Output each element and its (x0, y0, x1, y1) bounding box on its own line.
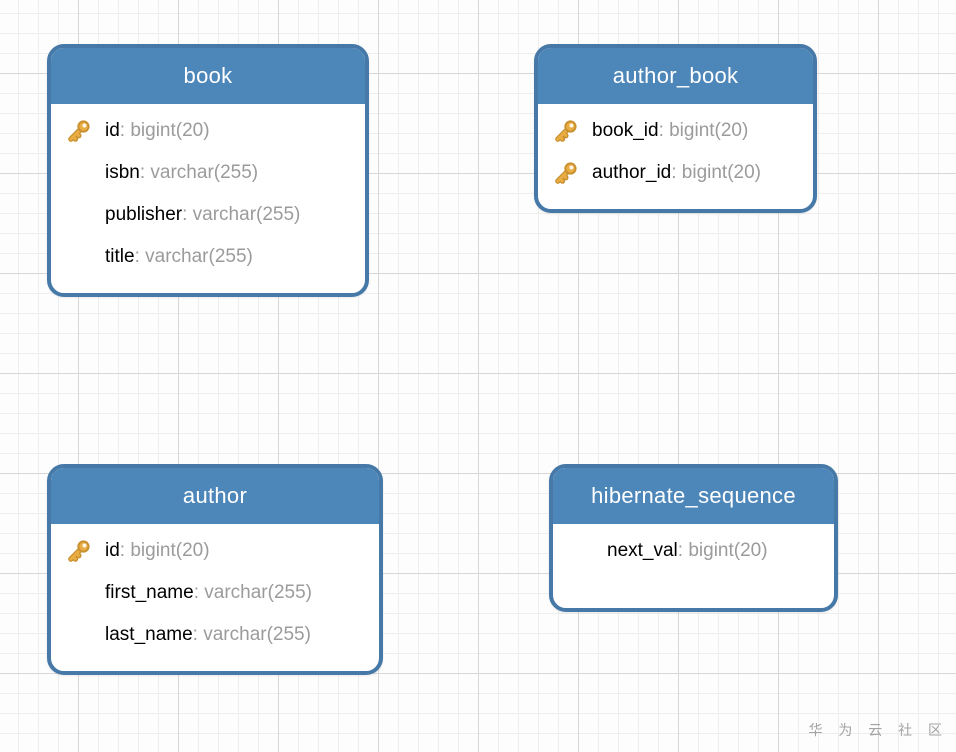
field-name: book_id (592, 120, 659, 141)
key-icon-glyph (68, 539, 90, 562)
field-type: : varchar(255) (134, 246, 253, 267)
table-author[interactable]: author id: bigint(20)first_name: varchar… (47, 464, 383, 675)
primary-key-icon (65, 538, 105, 565)
field-row-id[interactable]: id: bigint(20) (51, 530, 379, 572)
table-book-header[interactable]: book (51, 48, 365, 104)
table-author-header[interactable]: author (51, 468, 379, 524)
table-hibernate-sequence-header[interactable]: hibernate_sequence (553, 468, 834, 524)
primary-key-icon (552, 160, 592, 187)
field-type: : bigint(20) (677, 540, 768, 561)
field-type: : varchar(255) (182, 204, 301, 225)
table-title: hibernate_sequence (591, 483, 796, 508)
field-row-id[interactable]: id: bigint(20) (51, 110, 365, 152)
primary-key-icon (552, 118, 592, 145)
primary-key-icon (65, 118, 105, 145)
table-book[interactable]: book id: bigint(20)isbn: varchar(255)pub… (47, 44, 369, 297)
table-author-fields: id: bigint(20)first_name: varchar(255)la… (51, 524, 379, 656)
field-name: publisher (105, 204, 183, 225)
field-type: : varchar(255) (193, 582, 312, 603)
watermark-text: 华 为 云 社 区 (808, 722, 948, 738)
field-type: : bigint(20) (119, 540, 210, 561)
table-author-book-fields: book_id: bigint(20)author_id: bigint(20) (538, 104, 813, 194)
field-name: next_val (607, 540, 678, 561)
table-hibernate-sequence-fields: next_val: bigint(20) (553, 524, 834, 572)
field-name: first_name (105, 582, 194, 603)
field-row-book_id[interactable]: book_id: bigint(20) (538, 110, 813, 152)
key-icon-glyph (68, 119, 90, 142)
table-title: author (182, 483, 248, 508)
field-type: : varchar(255) (192, 624, 311, 645)
field-type: : bigint(20) (658, 120, 749, 141)
field-row-next_val[interactable]: next_val: bigint(20) (553, 530, 834, 572)
field-name: title (105, 246, 135, 267)
field-name: author_id (592, 162, 672, 183)
field-type: : bigint(20) (671, 162, 762, 183)
table-author-book-header[interactable]: author_book (538, 48, 813, 104)
field-name: last_name (105, 624, 193, 645)
field-row-author_id[interactable]: author_id: bigint(20) (538, 152, 813, 194)
table-author-book[interactable]: author_book book_id: bigint(20)author_id… (534, 44, 817, 213)
field-row-title[interactable]: title: varchar(255) (51, 236, 365, 278)
field-row-last_name[interactable]: last_name: varchar(255) (51, 614, 379, 656)
field-name: id (105, 540, 120, 561)
table-title: author_book (612, 63, 739, 88)
field-type: : bigint(20) (119, 120, 210, 141)
table-title: book (183, 63, 233, 88)
table-hibernate-sequence[interactable]: hibernate_sequence next_val: bigint(20) (549, 464, 838, 612)
field-type: : varchar(255) (139, 162, 259, 183)
field-name: id (105, 120, 120, 141)
table-book-fields: id: bigint(20)isbn: varchar(255)publishe… (51, 104, 365, 278)
field-row-isbn[interactable]: isbn: varchar(255) (51, 152, 365, 194)
field-row-publisher[interactable]: publisher: varchar(255) (51, 194, 365, 236)
field-row-first_name[interactable]: first_name: varchar(255) (51, 572, 379, 614)
key-icon-glyph (555, 119, 577, 142)
key-icon-glyph (555, 161, 577, 184)
field-name: isbn (105, 162, 140, 183)
